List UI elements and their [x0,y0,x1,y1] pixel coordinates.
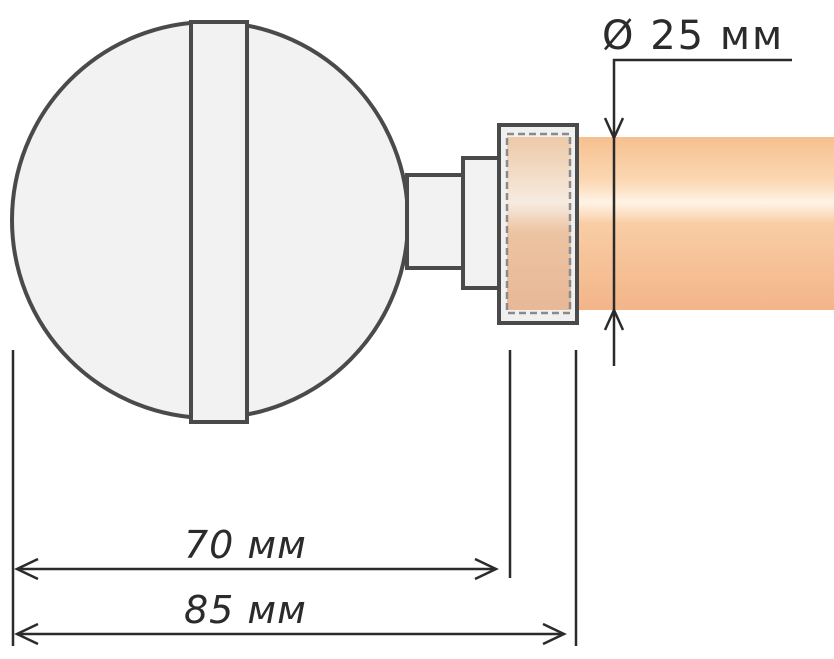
dimension-arrow-70mm-left [14,557,39,581]
dimension-label-85mm: 85 мм [184,588,307,632]
diameter-arrow-bottom [603,306,625,331]
rod-end-inside-sleeve [507,137,571,310]
diameter-label: Ø 25 мм [602,13,785,59]
diameter-arrow-top [603,117,625,142]
finial-ball-band [189,20,249,424]
dimension-arrow-85mm-left [14,622,39,646]
finial-collar [461,156,503,290]
dimension-arrow-70mm-right [474,557,499,581]
finial-neck [405,173,467,270]
dimension-label-70mm: 70 мм [184,523,307,567]
dimension-arrow-85mm-right [542,622,567,646]
diameter-leader-line [612,58,792,366]
